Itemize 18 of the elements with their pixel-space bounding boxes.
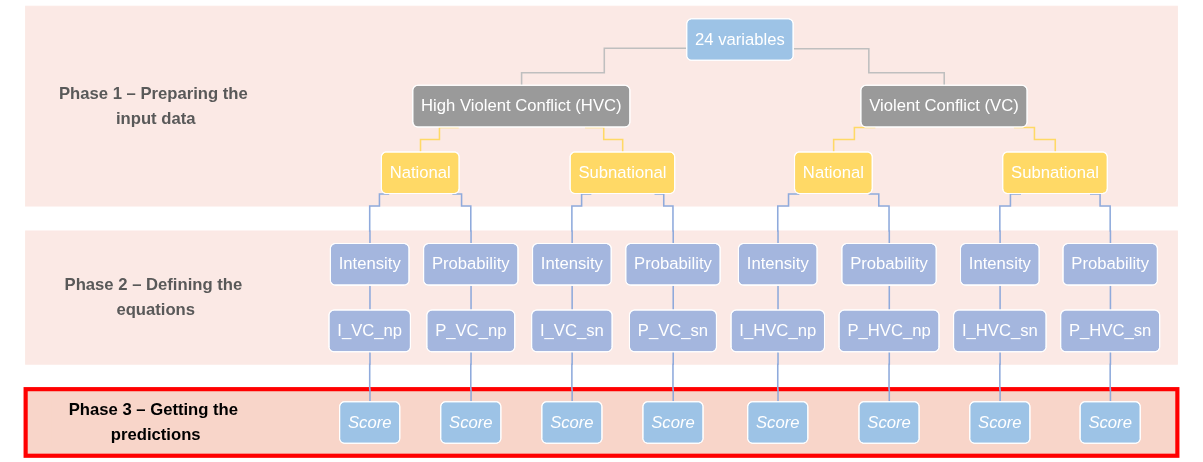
connector [888, 351, 891, 403]
connector [1109, 351, 1112, 403]
connector [1109, 284, 1112, 312]
connector [999, 351, 1002, 403]
connector [672, 351, 675, 403]
connector [777, 284, 780, 312]
connector [470, 351, 473, 403]
connector [369, 284, 371, 312]
connector [571, 351, 574, 403]
connector [777, 193, 801, 245]
connector [368, 351, 371, 403]
connector [999, 284, 1002, 312]
connector [571, 284, 574, 312]
connector [470, 284, 473, 312]
connector [888, 284, 891, 312]
connector [777, 351, 780, 403]
connector [672, 284, 675, 312]
connector [867, 193, 891, 245]
